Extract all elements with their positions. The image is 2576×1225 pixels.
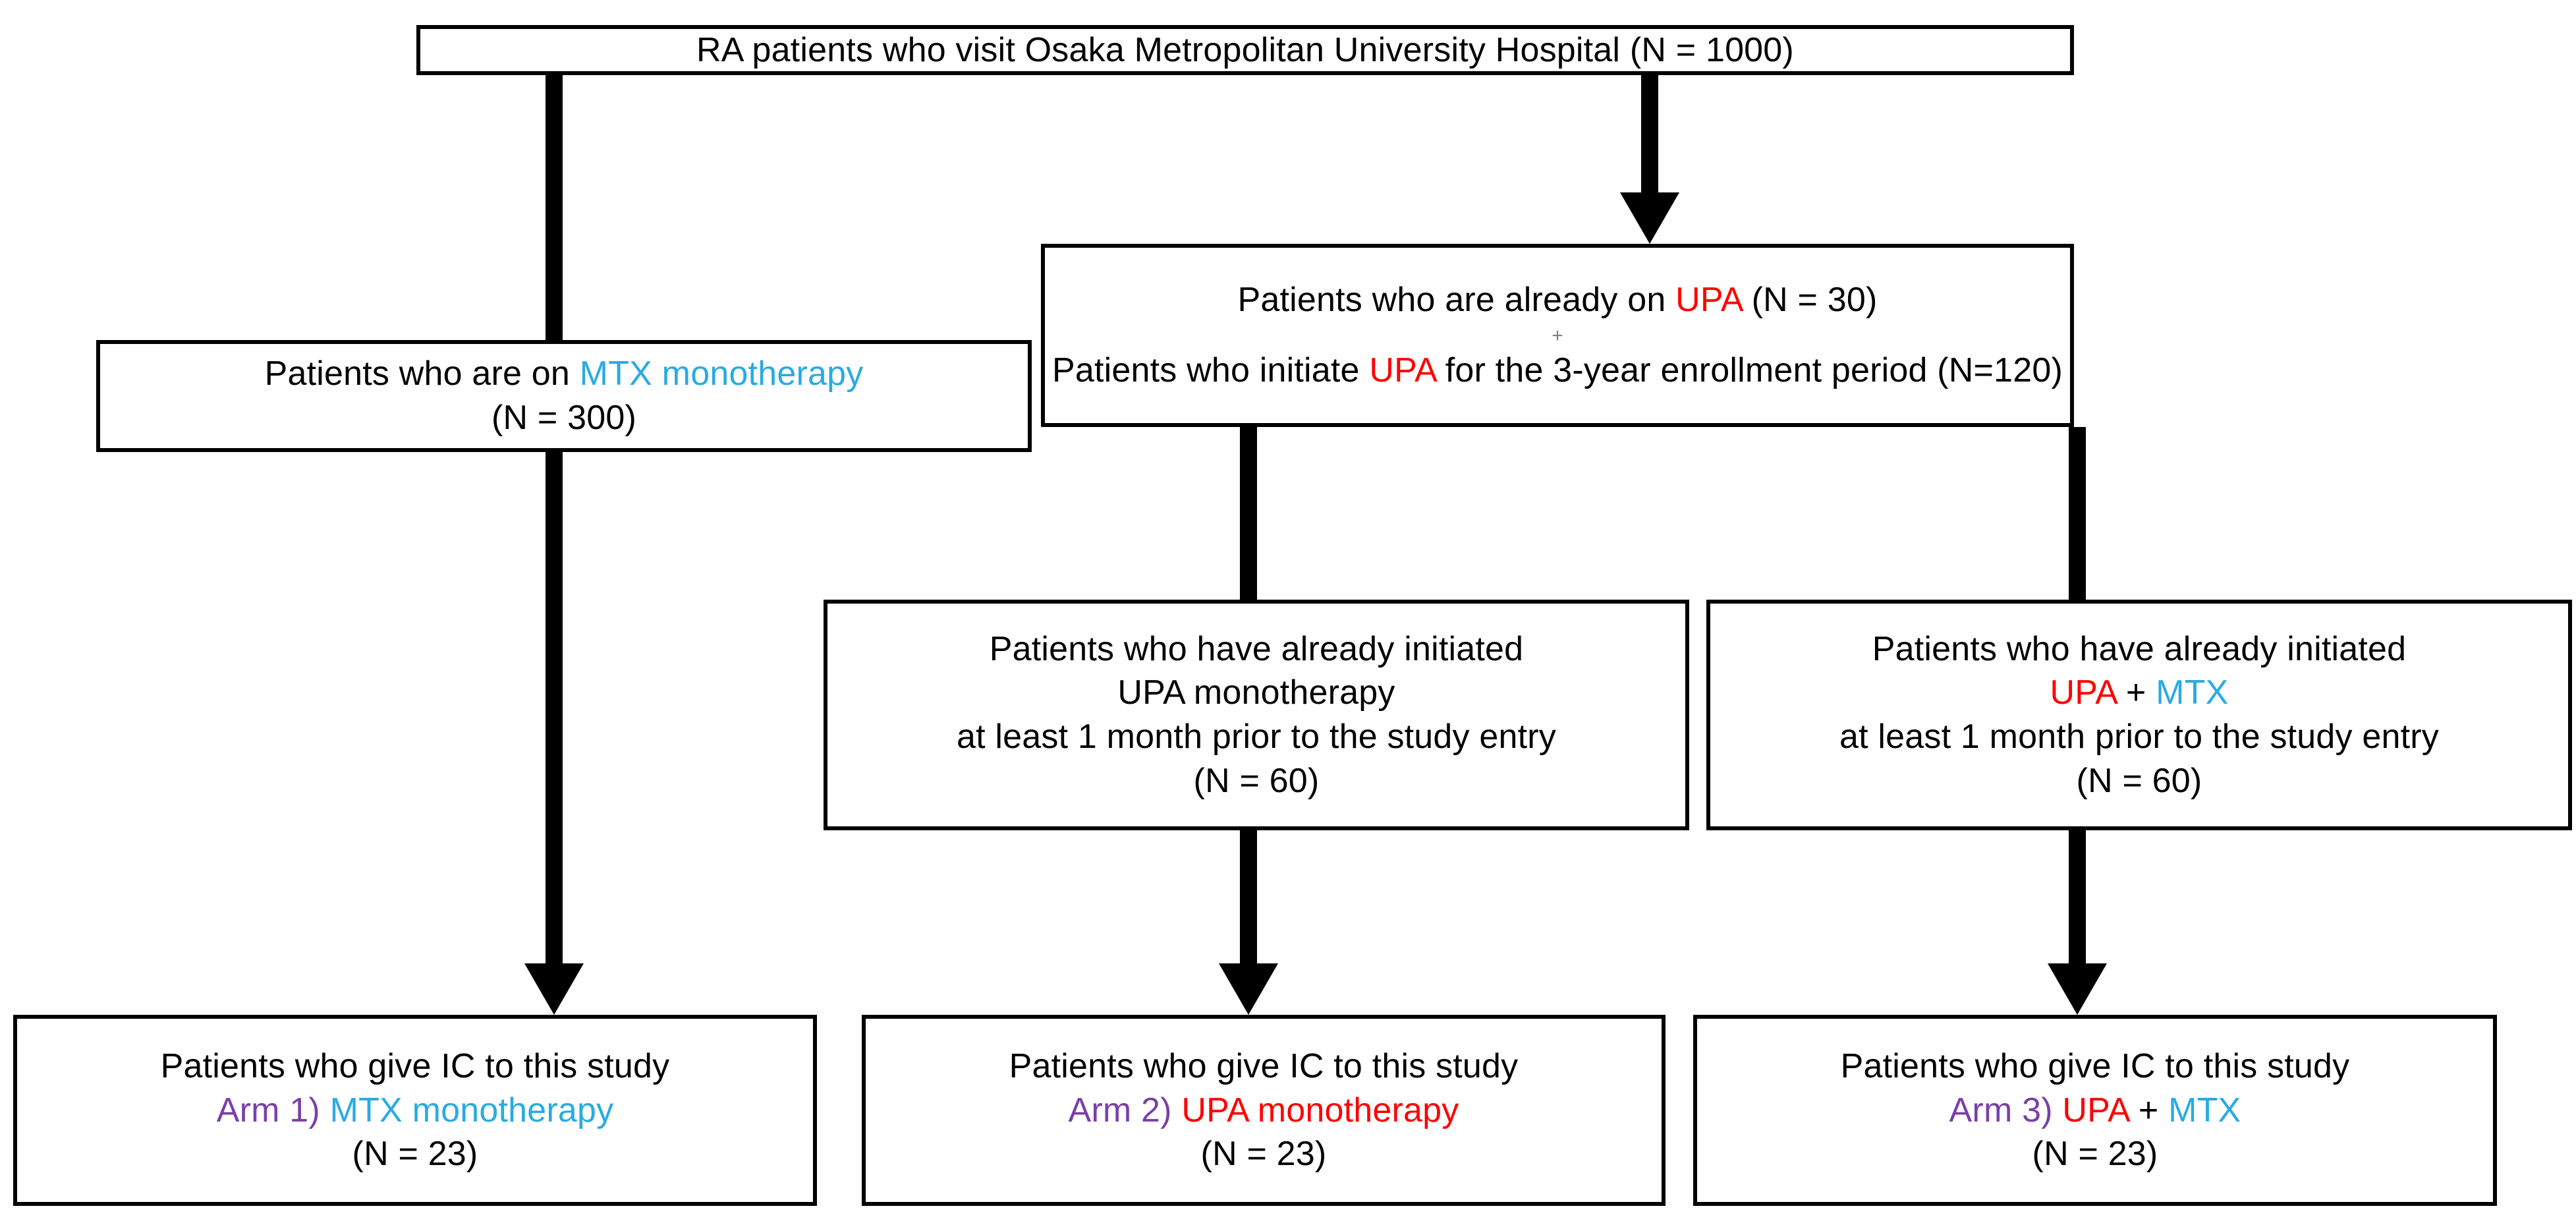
box-arm1-line2: Arm 1) MTX monotherapy — [217, 1089, 614, 1133]
box-arm2-line3: (N = 23) — [1200, 1135, 1327, 1174]
box-upa-mtx-line2-drug-a: UPA — [2050, 673, 2117, 712]
box-upa-mtx-line1: Patients who have already initiated — [1872, 629, 2407, 668]
connector-source-to-arm1 — [546, 72, 563, 983]
box-upa-pool-line2-drug: UPA — [1369, 351, 1436, 389]
box-upa-pool-line1-drug: UPA — [1675, 281, 1742, 320]
box-arm2-line1: Patients who give IC to this study — [1009, 1047, 1519, 1086]
box-upa-pool[interactable]: Patients who are already on UPA (N = 30)… — [1041, 244, 2074, 427]
arrowhead-to-arm2 — [1219, 963, 1278, 1015]
box-arm1-line2-arm: Arm 1) — [216, 1091, 330, 1129]
box-arm1[interactable]: Patients who give IC to this study Arm 1… — [13, 1015, 817, 1206]
connector-upa-mtx-to-arm3 — [2069, 830, 2086, 983]
box-upa-pool-line2: Patients who initiate UPA for the 3-year… — [1052, 349, 2063, 393]
box-arm2[interactable]: Patients who give IC to this study Arm 2… — [862, 1015, 1666, 1206]
box-upa-mtx-line2-plus: + — [2116, 673, 2156, 712]
box-mtx-line2: (N = 300) — [491, 399, 636, 437]
box-mtx-line1: Patients who are on MTX monotherapy — [265, 352, 864, 396]
connector-upa-pool-to-upa-mtx — [2069, 427, 2086, 600]
box-arm2-line2: Arm 2) UPA monotherapy — [1068, 1089, 1459, 1133]
box-arm1-line2-drug: MTX monotherapy — [329, 1091, 614, 1129]
connector-upa-mono-to-arm2 — [1240, 830, 1257, 983]
box-mtx-monotherapy[interactable]: Patients who are on MTX monotherapy (N =… — [96, 340, 1032, 452]
arrowhead-to-arm1 — [524, 963, 584, 1015]
box-upa-pool-plus-separator: + — [1552, 325, 1563, 347]
box-arm3-line1: Patients who give IC to this study — [1840, 1047, 2350, 1086]
box-upa-mtx-line3: at least 1 month prior to the study entr… — [1839, 718, 2439, 756]
arrowhead-to-upa-pool — [1620, 192, 1679, 244]
box-upa-mono-line3: at least 1 month prior to the study entr… — [957, 718, 1556, 756]
box-mtx-line1-prefix: Patients who are on — [264, 355, 580, 393]
box-upa-mono-line4: (N = 60) — [1193, 761, 1320, 800]
box-upa-mono-line1: Patients who have already initiated — [989, 629, 1524, 668]
connector-source-to-upa-pool — [1641, 72, 1658, 198]
box-upa-pool-line1: Patients who are already on UPA (N = 30) — [1237, 278, 1877, 322]
box-arm3-line2-plus: + — [2129, 1091, 2169, 1129]
box-upa-mtx-line4: (N = 60) — [2076, 761, 2202, 800]
box-arm2-line2-drug: UPA monotherapy — [1181, 1091, 1459, 1129]
box-source-population[interactable]: RA patients who visit Osaka Metropolitan… — [416, 25, 2074, 75]
box-arm1-line3: (N = 23) — [352, 1135, 478, 1174]
box-upa-mtx-line2-drug-b: MTX — [2156, 673, 2229, 712]
box-upa-mono-line2-drug: UPA monotherapy — [1117, 673, 1395, 712]
connector-upa-pool-to-upa-mono — [1240, 427, 1257, 600]
box-upa-pool-line1-prefix: Patients who are already on — [1237, 281, 1676, 320]
box-upa-pool-line1-suffix: (N = 30) — [1741, 281, 1878, 320]
box-upa-pool-line2-suffix: for the 3-year enrollment period (N=120) — [1436, 351, 2063, 389]
box-arm3-line2-drug-a: UPA — [2062, 1091, 2129, 1129]
box-arm3[interactable]: Patients who give IC to this study Arm 3… — [1693, 1015, 2497, 1206]
box-upa-pool-line2-prefix: Patients who initiate — [1051, 351, 1370, 389]
box-source-line1: RA patients who visit Osaka Metropolitan… — [696, 30, 1794, 69]
box-upa-mtx-line2: UPA + MTX — [2050, 671, 2228, 715]
box-upa-monotherapy-eligible[interactable]: Patients who have already initiated UPA … — [824, 600, 1689, 830]
box-upa-mtx-eligible[interactable]: Patients who have already initiated UPA … — [1706, 600, 2572, 830]
box-arm3-line3: (N = 23) — [2032, 1135, 2158, 1174]
box-arm1-line1: Patients who give IC to this study — [160, 1047, 670, 1086]
box-arm3-line2-drug-b: MTX — [2168, 1091, 2241, 1129]
box-arm3-line2: Arm 3) UPA + MTX — [1949, 1089, 2241, 1133]
box-arm2-line2-arm: Arm 2) — [1068, 1091, 1182, 1129]
arrowhead-to-arm3 — [2048, 963, 2107, 1015]
box-arm3-line2-arm: Arm 3) — [1949, 1091, 2063, 1129]
box-mtx-line1-drug: MTX monotherapy — [579, 355, 864, 393]
